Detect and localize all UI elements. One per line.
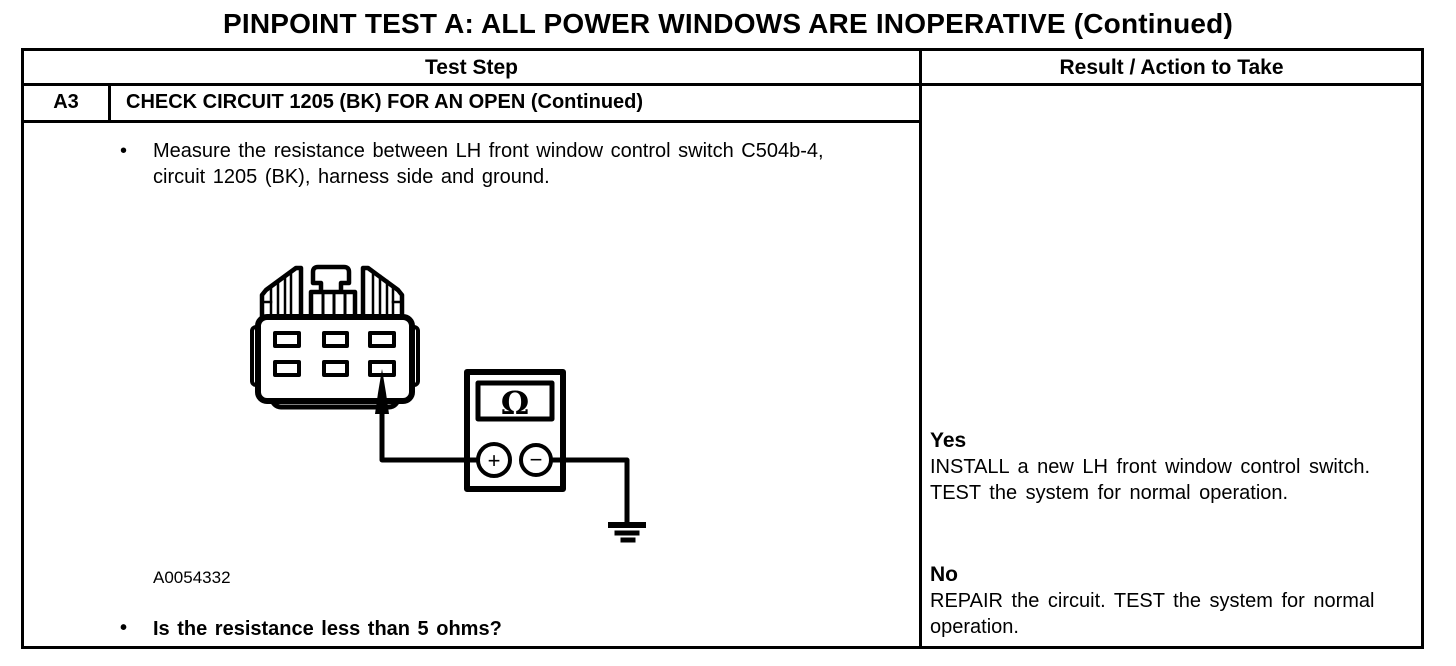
step-row: A3 CHECK CIRCUIT 1205 (BK) FOR AN OPEN (… <box>24 86 922 123</box>
figure-diagram: Ω + − <box>250 264 646 543</box>
yes-action-text: INSTALL a new LH front window control sw… <box>930 456 1371 504</box>
step-id: A3 <box>24 86 111 120</box>
meter-leads <box>379 409 630 526</box>
measure-instruction: Measure the resistance between LH front … <box>153 140 824 188</box>
step-title: CHECK CIRCUIT 1205 (BK) FOR AN OPEN (Con… <box>126 91 644 113</box>
yes-label: Yes <box>930 429 967 452</box>
connector-icon <box>250 264 420 410</box>
ohm-symbol: Ω <box>501 384 529 422</box>
pinpoint-test-table: Test Step Result / Action to Take A3 CHE… <box>21 48 1424 649</box>
test-probe-icon <box>375 369 389 414</box>
ground-icon <box>608 522 646 543</box>
no-result-block: No REPAIR the circuit. TEST the system f… <box>930 562 1385 640</box>
meter-terminals: + − <box>476 442 553 478</box>
positive-terminal-label: + <box>488 448 501 473</box>
result-cell: Yes INSTALL a new LH front window contro… <box>922 86 1421 646</box>
bullet-marker: • <box>120 140 128 162</box>
test-step-cell: • Measure the resistance between LH fron… <box>24 123 922 646</box>
no-label: No <box>930 563 958 586</box>
figure-id-label: A0054332 <box>153 568 231 587</box>
negative-terminal-label: − <box>530 447 543 472</box>
bullet-marker: • <box>120 617 128 639</box>
column-header-test-step: Test Step <box>24 51 922 86</box>
ohmmeter-icon: Ω <box>464 369 566 492</box>
column-header-result: Result / Action to Take <box>922 51 1421 86</box>
question-text: Is the resistance less than 5 ohms? <box>153 618 502 640</box>
page-title: PINPOINT TEST A: ALL POWER WINDOWS ARE I… <box>223 8 1233 39</box>
yes-result-block: Yes INSTALL a new LH front window contro… <box>930 428 1385 506</box>
no-action-text: REPAIR the circuit. TEST the system for … <box>930 590 1375 638</box>
